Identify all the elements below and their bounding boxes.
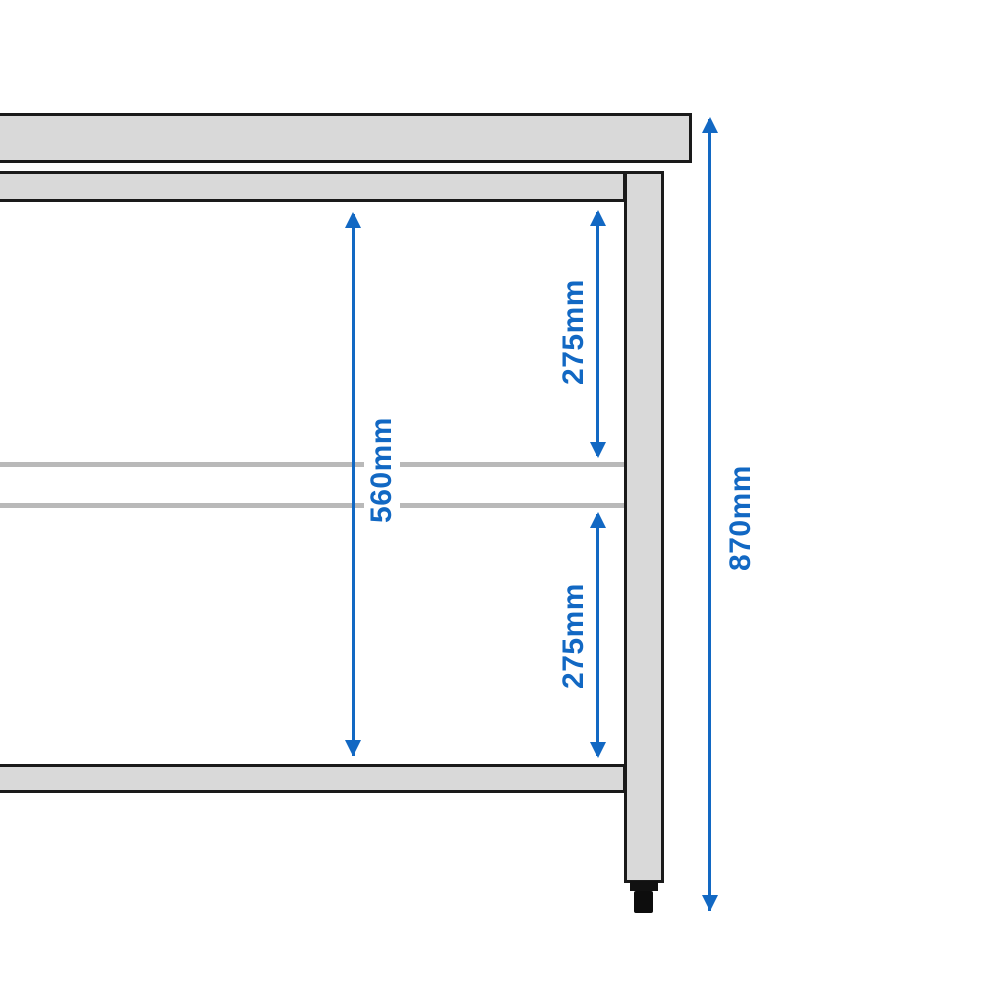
arrowhead-down-icon xyxy=(702,895,718,911)
arrowhead-up-icon xyxy=(702,117,718,133)
table-leg xyxy=(624,171,664,883)
tabletop xyxy=(0,113,692,163)
arrowhead-up-icon xyxy=(345,212,361,228)
arrowhead-down-icon xyxy=(590,742,606,758)
dimension-label: 560mm xyxy=(364,400,400,540)
dimension-label: 870mm xyxy=(723,448,759,588)
dimension-label: 275mm xyxy=(556,262,592,402)
mid-shelf-bottom-edge xyxy=(0,503,624,508)
arrowhead-down-icon xyxy=(590,442,606,458)
dimension-line xyxy=(596,212,599,456)
dimension-line xyxy=(596,514,599,756)
dimension-line xyxy=(708,119,711,911)
mid-shelf-top-edge xyxy=(0,462,624,467)
adjustable-foot xyxy=(630,881,658,891)
arrowhead-up-icon xyxy=(590,210,606,226)
arrowhead-up-icon xyxy=(590,512,606,528)
arrowhead-down-icon xyxy=(345,740,361,756)
bottom-shelf xyxy=(0,764,626,793)
dimension-line xyxy=(352,214,355,756)
top-frame-rail xyxy=(0,171,626,202)
adjustable-foot-pad xyxy=(634,891,653,913)
dimension-label: 275mm xyxy=(556,566,592,706)
